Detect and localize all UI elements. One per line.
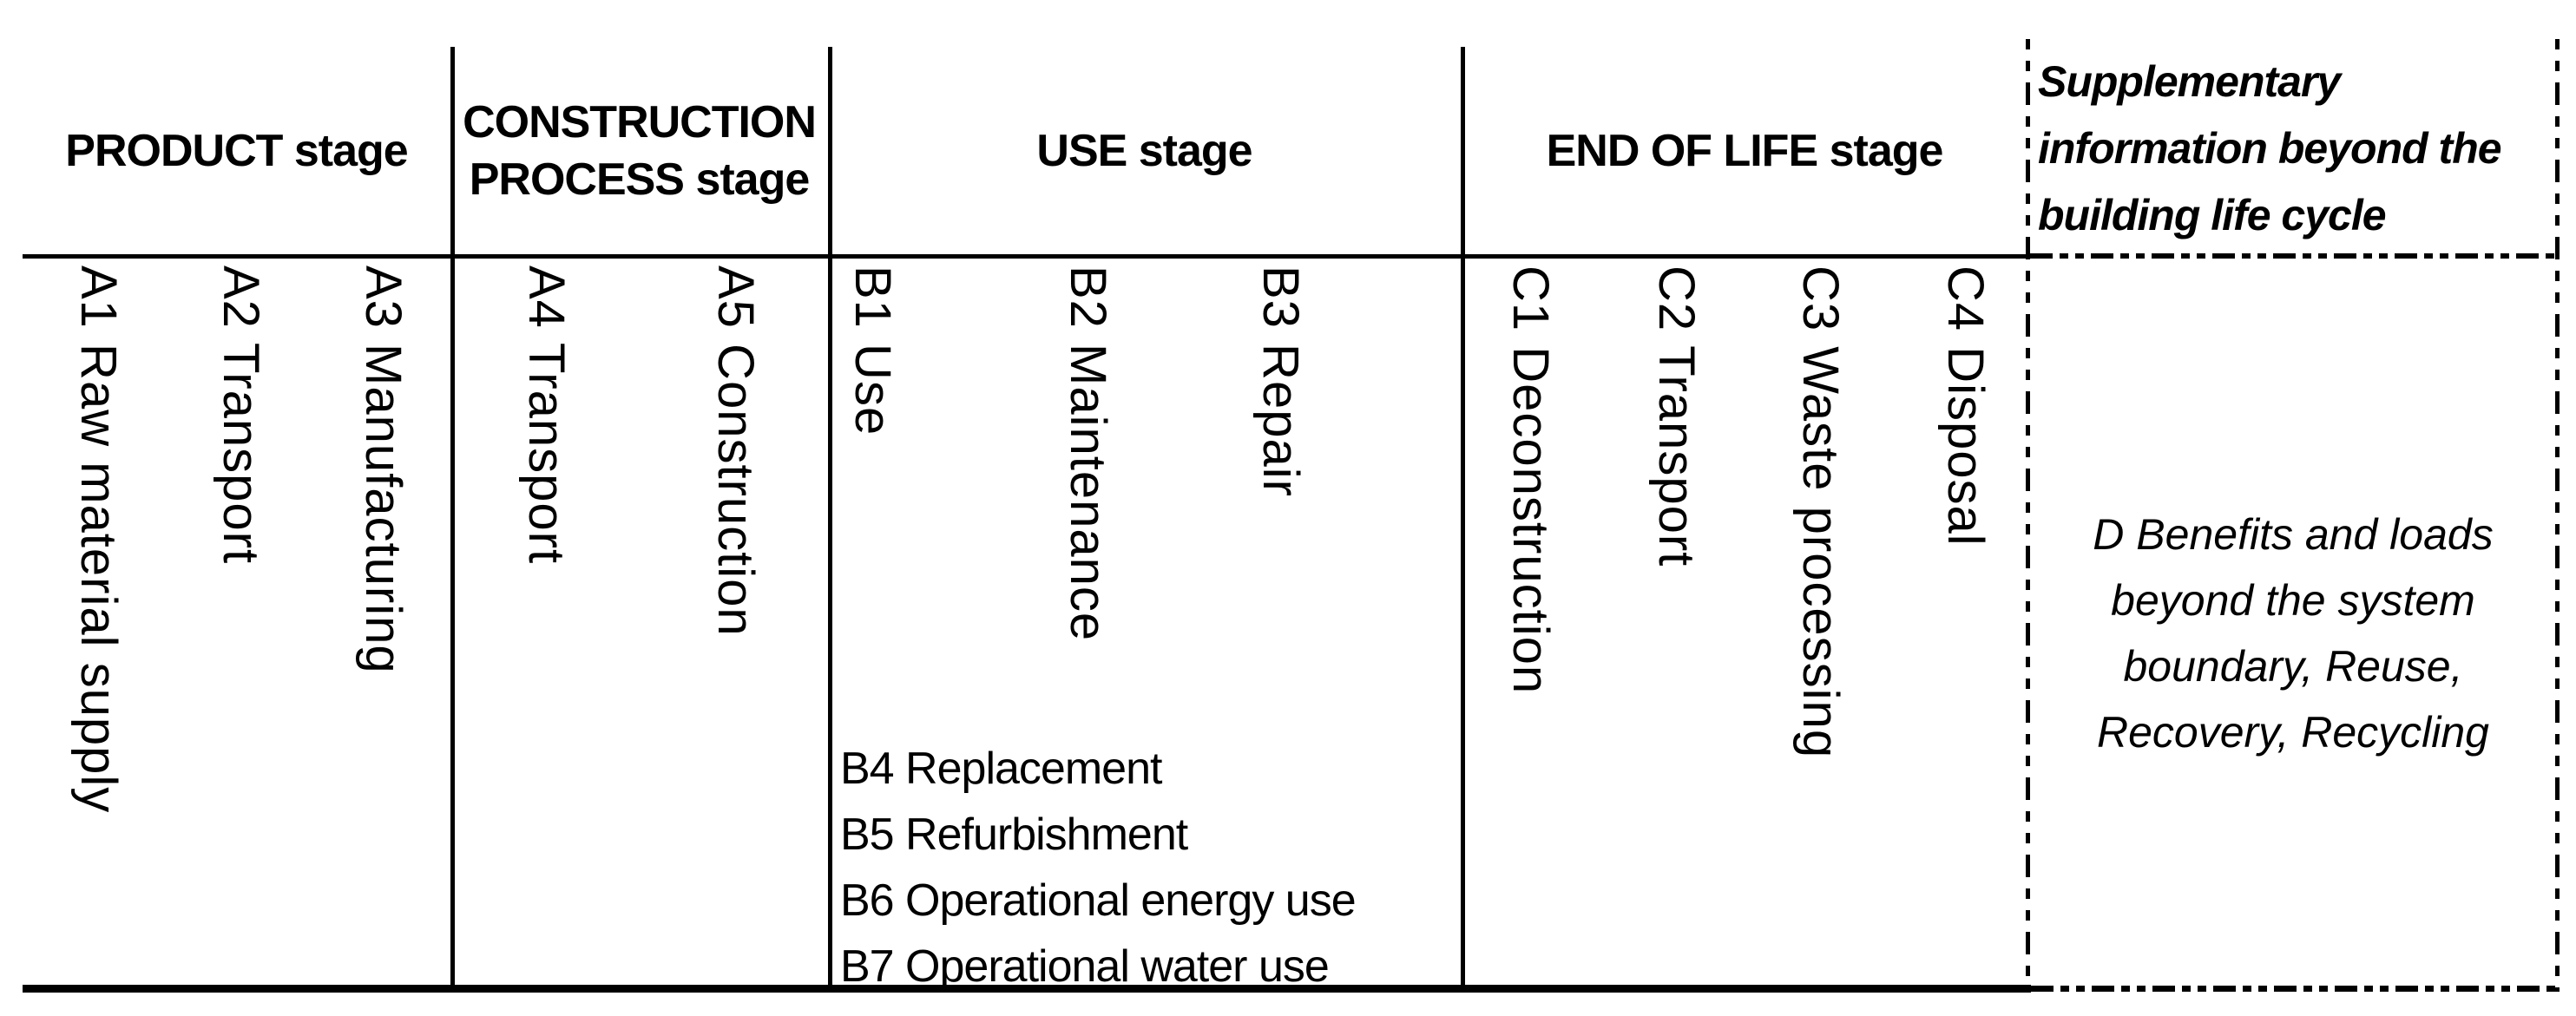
module-b4-replacement: B4 Replacement — [840, 744, 1162, 794]
module-b6-operational-energy-use: B6 Operational energy use — [840, 875, 1357, 926]
supplementary-bottom-border — [2031, 986, 2560, 992]
use-stage-extra-modules: B4 Replacement B5 Refurbishment B6 Opera… — [840, 736, 1448, 1000]
module-b2-maintenance: B2 Maintenance — [1060, 265, 1116, 642]
supplementary-right-border — [2555, 39, 2560, 992]
module-c4-disposal: C4 Disposal — [1937, 265, 1994, 547]
header-end-of-life-stage: END OF LIFE stage — [1546, 125, 1944, 176]
header-product-stage: PRODUCT stage — [65, 125, 408, 176]
divider-use-endoflife — [1461, 47, 1465, 993]
supplementary-left-border — [2026, 39, 2030, 992]
module-a2-transport: A2 Transport — [213, 265, 269, 565]
bottom-rule — [23, 985, 2031, 993]
module-b7-operational-water-use: B7 Operational water use — [840, 941, 1330, 992]
header-construction-process-stage: CONSTRUCTION PROCESS stage — [463, 96, 817, 205]
module-b3-repair: B3 Repair — [1252, 265, 1309, 497]
supplementary-note-module-d: D Benefits and loads beyond the system b… — [2093, 510, 2494, 757]
module-a1-raw-material-supply: A1 Raw material supply — [70, 265, 127, 814]
module-b5-refurbishment: B5 Refurbishment — [840, 810, 1188, 860]
module-c2-transport: C2 Transport — [1648, 265, 1705, 567]
module-c3-waste-processing: C3 Waste processing — [1792, 265, 1849, 759]
divider-product-construction — [450, 47, 455, 993]
module-a4-transport: A4 Transport — [518, 265, 575, 565]
divider-construction-use — [828, 47, 832, 993]
header-rule — [23, 254, 2030, 259]
module-a3-manufacturing: A3 Manufacturing — [355, 265, 411, 674]
header-use-stage: USE stage — [1036, 125, 1252, 176]
module-b1-use: B1 Use — [844, 265, 901, 436]
supplementary-header-rule — [2030, 253, 2555, 259]
module-a5-construction: A5 Construction — [707, 265, 764, 637]
module-c1-deconstruction: C1 Deconstruction — [1502, 265, 1559, 695]
header-supplementary-information: Supplementary information beyond the bui… — [2038, 57, 2502, 239]
